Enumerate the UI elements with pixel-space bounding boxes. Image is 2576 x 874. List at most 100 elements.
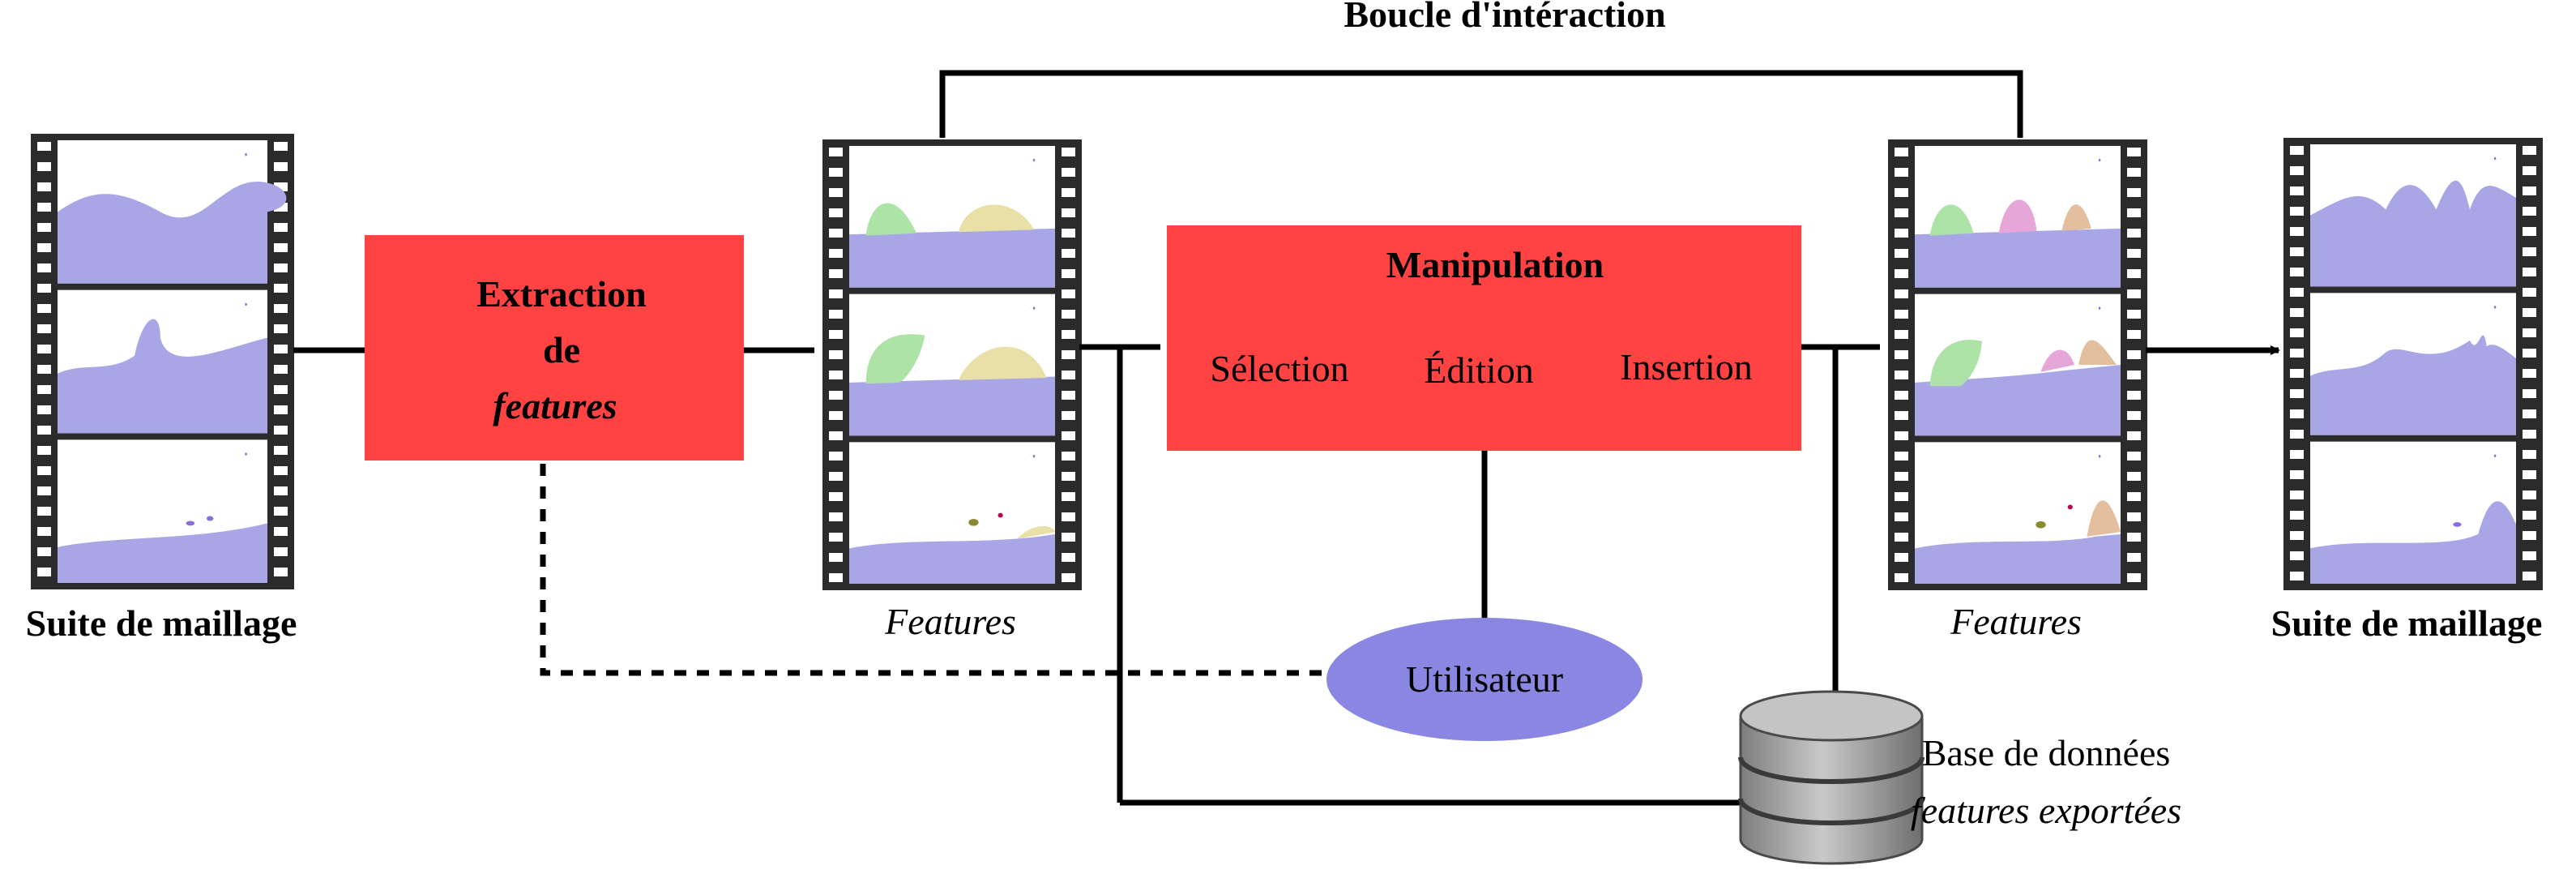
sprocket-hole [37, 405, 51, 414]
manipulation-title: Manipulation [1386, 244, 1604, 285]
frame-marker [1032, 158, 1036, 162]
sprocket-hole [2127, 391, 2141, 400]
film-frame [849, 146, 1055, 288]
sprocket-hole [829, 249, 843, 258]
manipulation-box: Manipulation Sélection Édition Insertion [1167, 225, 1801, 451]
sprocket-hole [37, 223, 51, 232]
sprocket-hole [2523, 369, 2536, 378]
sprocket-hole [2523, 186, 2536, 195]
frame-marker [2493, 306, 2497, 309]
sprocket-hole [37, 162, 51, 171]
sprocket-hole [1062, 208, 1075, 217]
feature-fragment [2036, 521, 2046, 529]
op-selection: Sélection [1210, 348, 1348, 389]
sprocket-hole [2290, 186, 2304, 195]
sprocket-hole [1062, 229, 1075, 238]
sprocket-hole [1062, 492, 1075, 501]
sprocket-hole [2127, 411, 2141, 420]
sprocket-hole [2523, 389, 2536, 398]
sprocket-hole [1062, 289, 1075, 298]
sprocket-hole [2127, 452, 2141, 461]
mesh-wave [1915, 365, 2121, 436]
sprocket-hole [37, 182, 51, 191]
interaction-loop: Boucle d'intéraction [939, 0, 2023, 138]
sprocket-hole [37, 385, 51, 394]
sprocket-hole [274, 182, 288, 191]
film-frame [58, 439, 267, 583]
mesh-wave [849, 228, 1055, 288]
mesh-wave [58, 182, 287, 284]
frame-marker [2098, 306, 2101, 310]
sprocket-hole [2523, 146, 2536, 155]
frame-marker [1032, 306, 1036, 310]
sprocket-hole [2523, 450, 2536, 459]
extraction-line2: de [543, 329, 580, 371]
sprocket-hole [2523, 430, 2536, 439]
sprocket-hole [2127, 350, 2141, 359]
sprocket-hole [2290, 511, 2304, 520]
sprocket-hole [2127, 188, 2141, 197]
database-icon [1738, 690, 1925, 865]
sprocket-hole [2523, 470, 2536, 479]
frame-content [2310, 156, 2516, 287]
feature-region [865, 334, 925, 384]
op-edition: Édition [1424, 349, 1533, 391]
feature-region [958, 346, 1047, 380]
sprocket-hole [2523, 551, 2536, 560]
film-frame [58, 140, 287, 284]
sprocket-hole [1895, 452, 1908, 461]
sprocket-hole [2127, 472, 2141, 481]
sprocket-hole [2523, 166, 2536, 175]
sprocket-hole [274, 324, 288, 333]
sprocket-hole [37, 142, 51, 151]
film-frame [849, 293, 1055, 436]
mesh-wave [1915, 533, 2121, 584]
sprocket-hole [1895, 553, 1908, 562]
film-frame [2310, 144, 2516, 287]
sprocket-hole [2290, 247, 2304, 256]
sprocket-hole [829, 553, 843, 562]
sprocket-hole [37, 203, 51, 212]
sprocket-hole [2127, 229, 2141, 238]
sprocket-hole [1062, 512, 1075, 521]
sprocket-hole [2290, 491, 2304, 499]
sprocket-hole [829, 452, 843, 461]
frame-marker [2098, 455, 2101, 458]
frame-content [1915, 306, 2121, 436]
film-strip-features-right [1888, 139, 2147, 590]
sprocket-hole [829, 330, 843, 339]
sprocket-hole [2523, 491, 2536, 499]
mesh-wave [2310, 335, 2516, 435]
sprocket-hole [2523, 227, 2536, 236]
feature-region [2061, 204, 2091, 231]
feature-fragment [998, 512, 1003, 518]
sprocket-hole [829, 391, 843, 400]
features-label-left: Features [884, 601, 1016, 642]
sprocket-hole [37, 426, 51, 435]
sprocket-hole [2290, 531, 2304, 540]
sprocket-hole [1895, 371, 1908, 379]
sprocket-hole [37, 304, 51, 313]
mesh-wave [1915, 228, 2121, 288]
film-frame [2310, 293, 2516, 435]
sprocket-hole [1895, 229, 1908, 238]
feature-region [1929, 340, 1982, 387]
sprocket-hole [2127, 573, 2141, 582]
sprocket-hole [1895, 188, 1908, 197]
sprocket-hole [2290, 288, 2304, 297]
feature-fragment [2453, 522, 2462, 527]
sprocket-hole [1895, 350, 1908, 359]
sprocket-hole [829, 148, 843, 156]
sprocket-hole [1895, 411, 1908, 420]
extraction-line3: features [493, 385, 617, 426]
film-frame [2310, 441, 2516, 584]
sprocket-hole [2290, 207, 2304, 216]
connectors [293, 344, 2280, 806]
mesh-wave [58, 319, 267, 434]
frame-marker [2493, 156, 2497, 161]
sprocket-hole [2127, 289, 2141, 298]
sprocket-hole [274, 304, 288, 313]
sprocket-hole [2127, 148, 2141, 156]
dashed-user-extraction [540, 464, 1329, 676]
